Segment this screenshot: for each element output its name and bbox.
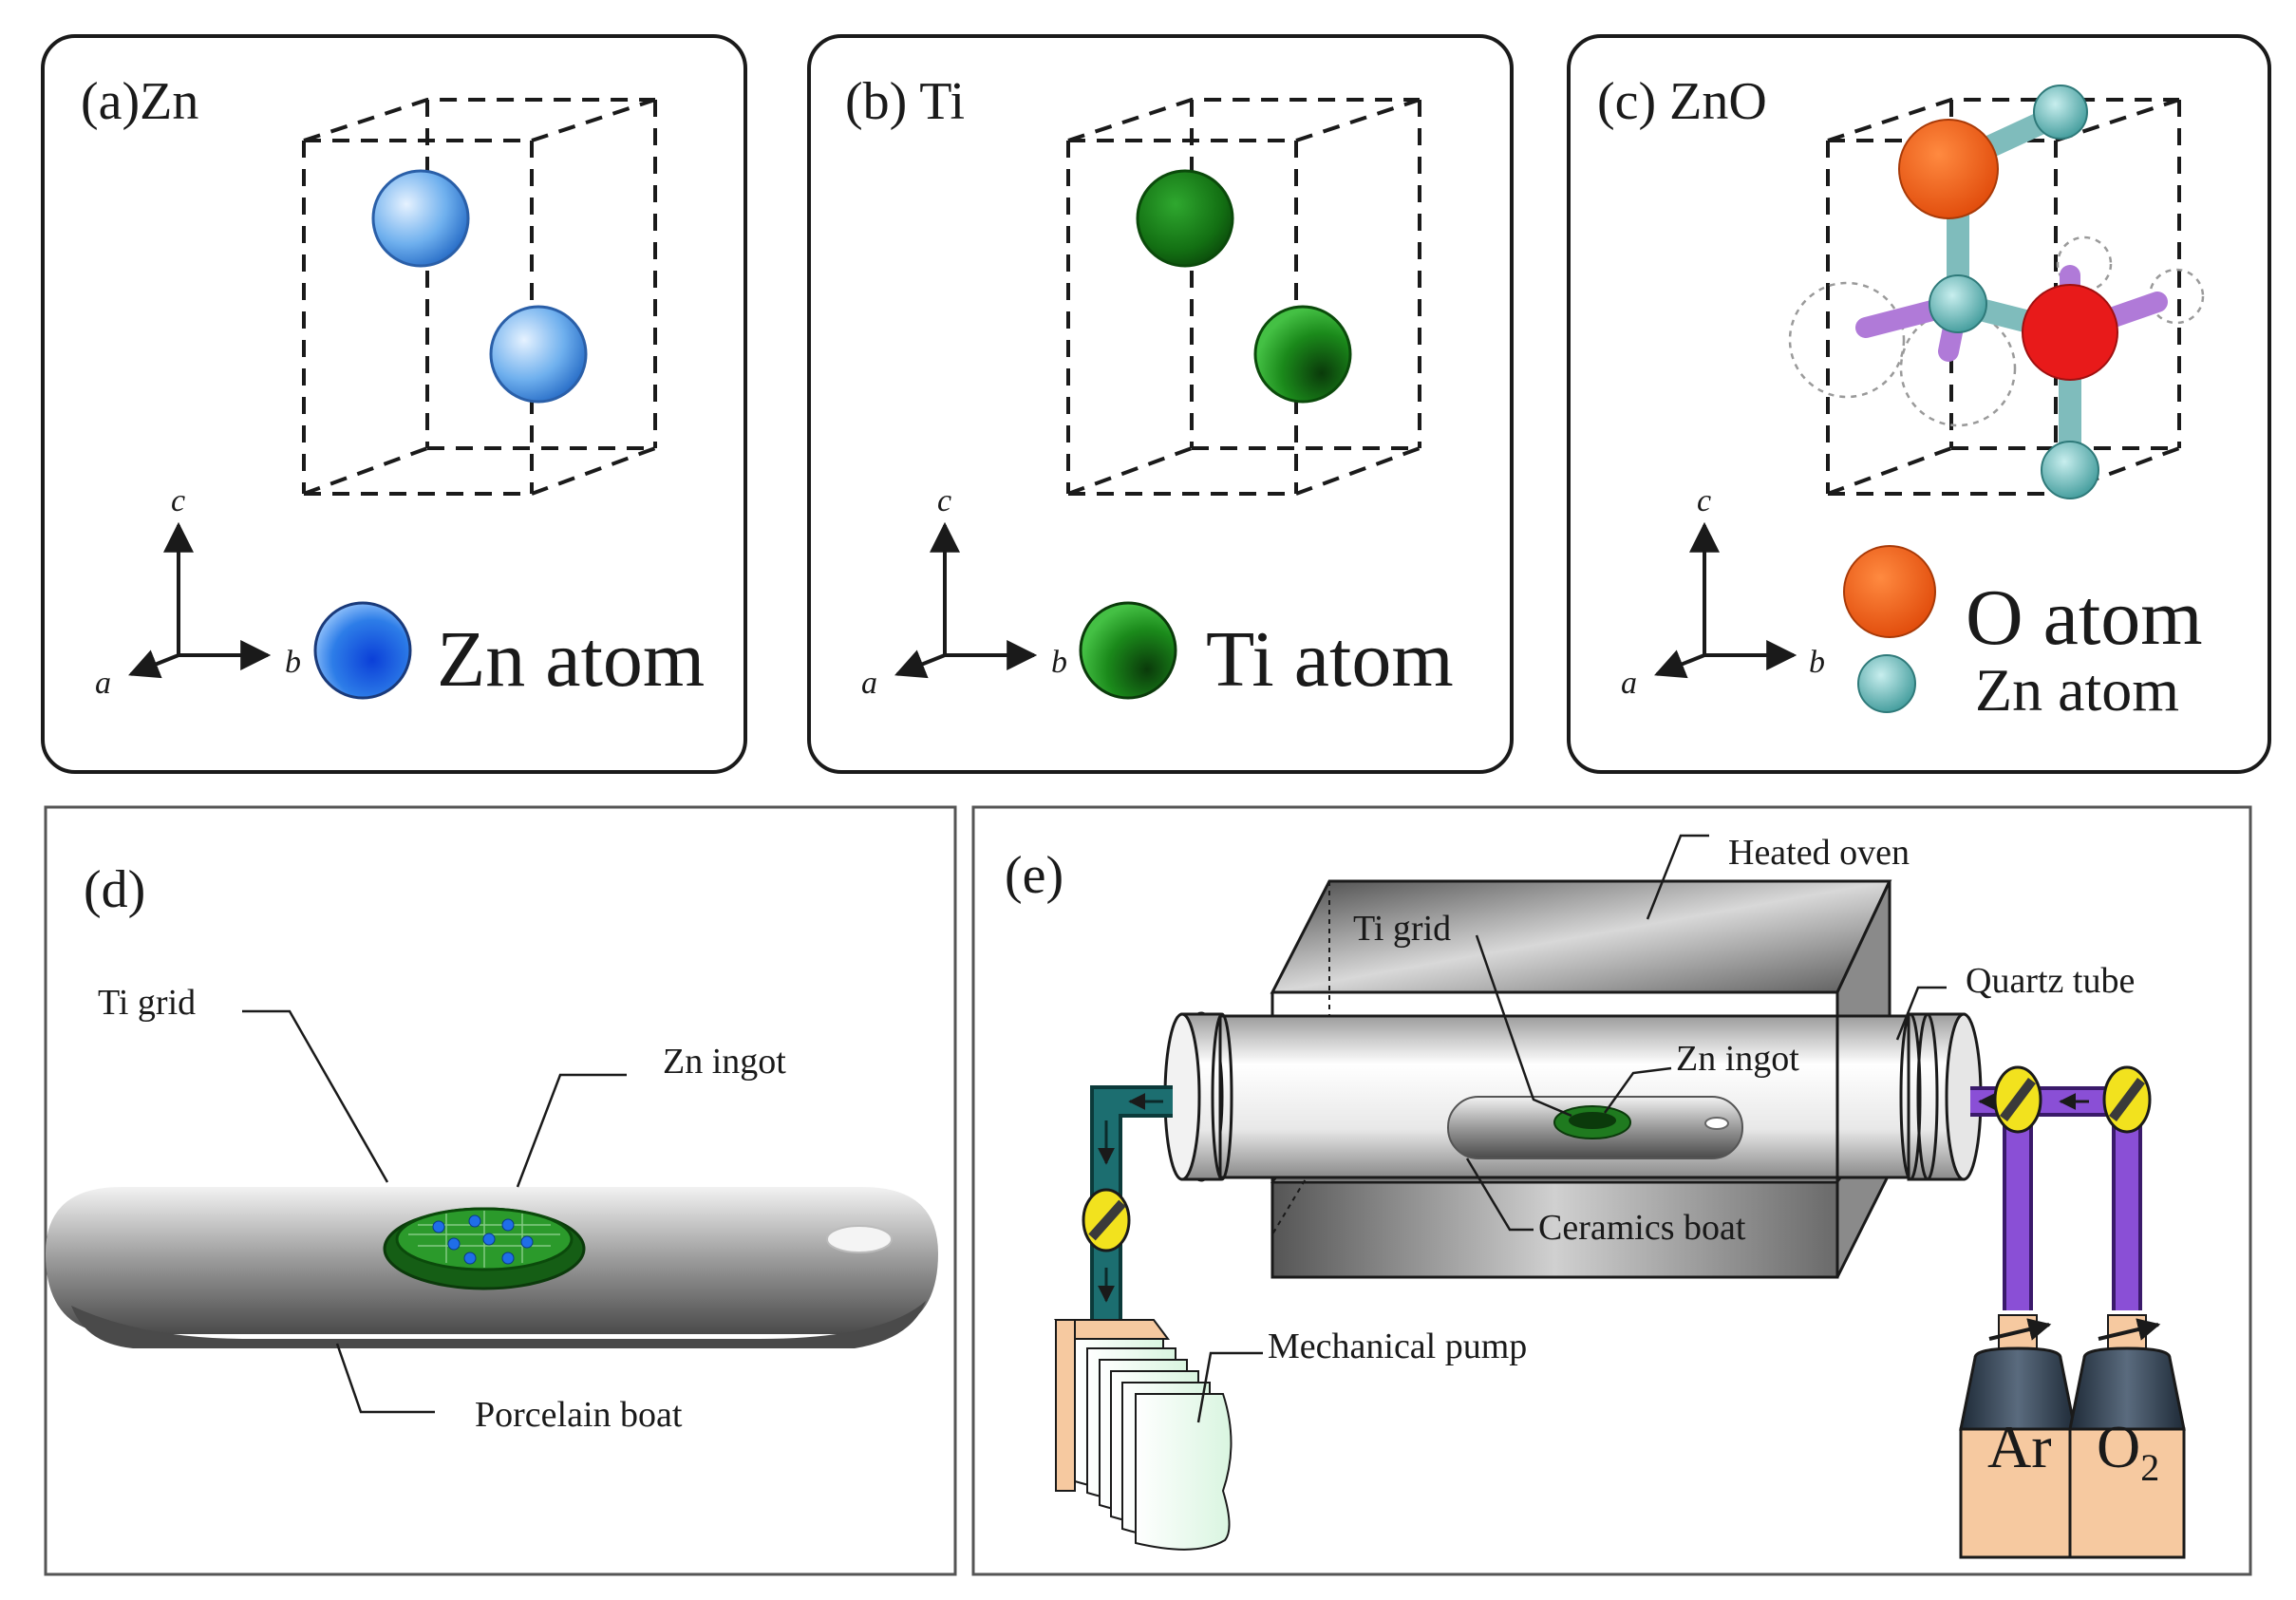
zn-atom-bottom — [2041, 441, 2099, 499]
o-atom-upper — [1898, 119, 1999, 219]
axes-a: c b a — [95, 483, 301, 701]
zn-atom-center — [1929, 274, 1987, 333]
boat-hole — [826, 1225, 893, 1253]
axis-c-label: c — [171, 483, 185, 518]
axes-b: c b a — [861, 483, 1067, 701]
porcelain-boat-label: Porcelain boat — [475, 1395, 683, 1435]
panel-a-label: (a)Zn — [81, 72, 198, 131]
gas-o2-label: O2 — [2097, 1413, 2159, 1489]
axis-c-label: c — [937, 483, 951, 518]
zn-atom-legend-icon — [313, 601, 412, 700]
panel-a-frame — [41, 34, 747, 774]
axis-c-label: c — [1697, 483, 1711, 518]
zn-ingot-label: Zn ingot — [663, 1042, 786, 1082]
valve-pump[interactable] — [1082, 1188, 1131, 1252]
zn-atom-legend-icon — [1857, 654, 1916, 713]
panel-c-frame — [1567, 34, 2271, 774]
panel-d: (d) — [44, 805, 957, 1576]
ti-grid-label: Ti grid — [1353, 909, 1451, 949]
axis-a-label: a — [95, 666, 111, 701]
valve-o2[interactable] — [2102, 1065, 2152, 1134]
panel-b: (b) Ti c b a Ti atom — [807, 34, 1514, 774]
zn-ingot-piece — [501, 1252, 515, 1265]
panel-a: (a)Zn c b a Zn atom — [41, 34, 747, 774]
zn-ingot-piece — [520, 1235, 534, 1249]
panel-e-label: (e) — [1005, 846, 1063, 905]
zn-ingot-piece — [432, 1220, 445, 1233]
zn-ingot-piece — [447, 1237, 461, 1251]
axes-c: c b a — [1621, 483, 1825, 701]
zn-ingot-piece — [501, 1218, 515, 1232]
ceramics-boat-label: Ceramics boat — [1538, 1208, 1746, 1248]
panel-d-callouts — [242, 1009, 627, 1414]
axis-b-label: b — [285, 645, 301, 680]
cylinder-ar: Ar — [1959, 1314, 2077, 1559]
ti-atom-lower — [1253, 305, 1352, 404]
panel-b-label: (b) Ti — [845, 72, 965, 131]
panel-c: (c) ZnO — [1567, 34, 2271, 774]
mechanical-pump — [1053, 1319, 1233, 1551]
panel-d-label: (d) — [84, 860, 145, 919]
zn-atom-legend-label: Zn atom — [437, 615, 705, 704]
ti-grid-label: Ti grid — [98, 983, 196, 1023]
ti-atom-legend-label: Ti atom — [1206, 615, 1454, 704]
zn-atom-top-right — [2033, 85, 2088, 140]
o-atom-lower — [2022, 284, 2118, 381]
gas-o-text: O — [2097, 1413, 2140, 1480]
gas-o-subscript: 2 — [2140, 1446, 2159, 1489]
o-atom-legend-icon — [1843, 545, 1936, 638]
panel-b-frame — [807, 34, 1514, 774]
zn-atom-lower — [489, 305, 588, 404]
axis-a-label: a — [1621, 666, 1637, 701]
axis-b-label: b — [1051, 645, 1067, 680]
gas-ar-label: Ar — [1987, 1413, 2052, 1480]
zn-atom-legend-label: Zn atom — [1975, 656, 2179, 724]
panel-e: (e) — [971, 805, 2252, 1576]
ti-atom-upper — [1136, 169, 1234, 268]
pump-pipe — [1090, 1085, 1173, 1348]
zn-ingot-piece — [463, 1252, 477, 1265]
panel-c-label: (c) ZnO — [1597, 72, 1767, 131]
zn-ingot-piece — [468, 1214, 481, 1228]
ceramics-boat — [1447, 1096, 1743, 1159]
zn-atom-upper — [371, 169, 470, 268]
ti-atom-legend-icon — [1079, 601, 1177, 700]
cylinder-o2: O2 — [2068, 1314, 2186, 1559]
o-atom-legend-label: O atom — [1966, 574, 2203, 662]
zn-ingot-label: Zn ingot — [1676, 1039, 1799, 1079]
valve-ar[interactable] — [1993, 1065, 2042, 1134]
heated-oven-label: Heated oven — [1728, 833, 1910, 873]
panel-e-callouts — [1196, 834, 1947, 1423]
axis-b-label: b — [1809, 645, 1825, 680]
zn-ingot-piece — [482, 1233, 496, 1246]
axis-a-label: a — [861, 666, 877, 701]
ti-grid-with-zn — [383, 1207, 586, 1290]
zn-ingot-small — [1569, 1112, 1616, 1129]
mechanical-pump-label: Mechanical pump — [1268, 1327, 1527, 1366]
quartz-tube-label: Quartz tube — [1966, 961, 2135, 1001]
